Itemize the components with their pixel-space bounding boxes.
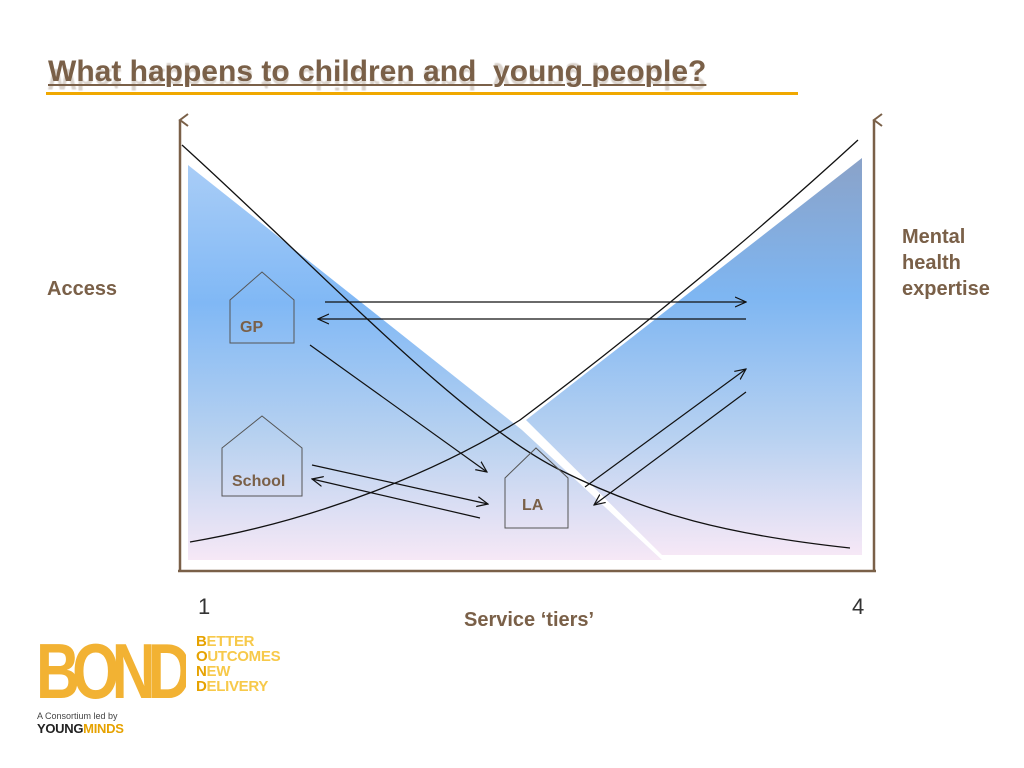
tagline-line-new: NEW [196, 663, 231, 680]
tier-tick-end: 4 [852, 594, 865, 619]
expertise-curve [189, 139, 859, 543]
school-label: School [232, 473, 285, 490]
youngminds-logo: YOUNGMINDS [37, 721, 124, 736]
access-curve [181, 144, 851, 549]
arrow-gp-to-la [309, 344, 487, 472]
arrow-specialist-to-la [594, 391, 747, 505]
tagline-line-better: BETTER [196, 633, 255, 650]
tagline-line-outcomes: OUTCOMES [196, 648, 281, 665]
arrow-school-to-la [311, 464, 488, 504]
la-label: LA [522, 497, 544, 514]
gp-label: GP [240, 319, 263, 336]
slide-title: What happens to children and young peopl… [48, 55, 707, 88]
right-expertise-area [526, 158, 862, 555]
mental-health-line-2: health [902, 252, 961, 274]
bond-tagline: BETTER OUTCOMES NEW DELIVERY [196, 633, 281, 695]
arrow-la-to-specialist [584, 369, 746, 488]
school-house [221, 415, 303, 497]
gp-house [229, 271, 295, 344]
consortium-text: A Consortium led by [37, 711, 118, 721]
arrow-la-to-school [312, 479, 481, 519]
tagline-line-delivery: DELIVERY [196, 678, 269, 695]
la-house [504, 447, 569, 529]
left-access-area [188, 165, 662, 560]
reflection-fade [40, 96, 820, 122]
mental-health-expertise-label: Mental health expertise [902, 224, 1012, 302]
tier-tick-start: 1 [198, 594, 211, 619]
bond-logo-wordmark: BOND [36, 634, 186, 704]
mental-health-line-1: Mental [902, 226, 966, 248]
title-underline [46, 92, 798, 95]
bond-logo: BOND [36, 634, 186, 704]
access-axis-label: Access [47, 278, 118, 300]
mental-health-line-3: expertise [902, 278, 990, 300]
service-tiers-label: Service ‘tiers’ [464, 609, 595, 631]
